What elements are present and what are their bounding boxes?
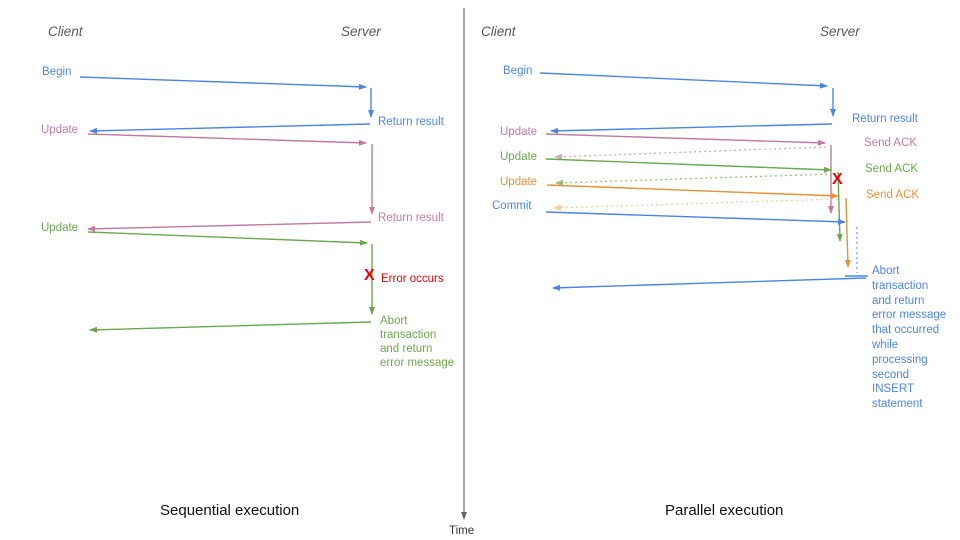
par-update2-ack-line [555,173,833,186]
seq-return-result-1-line [89,123,371,134]
seq-update2-exchange [87,231,375,333]
par-send-ack-2-label: Send ACK [865,163,919,175]
par-begin-exchange [539,72,836,134]
par-server-header: Server [820,24,860,39]
seq-update-1-label: Update [41,124,79,136]
par-update2-exchange [545,158,843,242]
seq-client-header: Client [48,24,83,39]
seq-server-header: Server [341,24,381,39]
seq-update2-request-line [87,231,368,246]
par-update-1-label: Update [500,126,538,138]
seq-begin-exchange [79,76,374,134]
par-commit-exchange [545,211,868,291]
par-update3-request-line [546,184,839,199]
par-return-result-label: Return result [852,113,918,125]
par-caption: Parallel execution [665,502,784,519]
par-commit-label: Commit [492,200,532,212]
time-axis-label: Time [449,525,475,537]
par-client-header: Client [481,24,516,39]
par-return-result-line [550,123,833,134]
seq-abort-return-line [89,321,372,333]
par-update2-processing-line [836,171,843,242]
seq-begin-label: Begin [42,66,72,78]
seq-return-result-2-label: Return result [378,212,444,224]
seq-return-result-1-label: Return result [378,116,444,128]
par-begin-label: Begin [503,65,533,77]
seq-update1-request-line [87,133,367,146]
seq-error-occurs-label: Error occurs [381,273,444,285]
par-update1-exchange [545,133,834,214]
seq-return-result-2-line [87,221,372,232]
seq-error-x-icon: X [364,267,375,284]
par-update-3-label: Update [500,176,538,188]
par-abort-note: Abort transaction and return error messa… [872,265,947,411]
par-update1-request-line [545,133,826,146]
par-begin-request-line [539,72,828,89]
par-update-2-label: Update [500,151,538,163]
par-send-ack-1-label: Send ACK [864,137,918,149]
par-update3-processing-line [844,197,851,268]
par-update3-ack-line [553,198,839,211]
seq-caption: Sequential execution [160,502,300,519]
seq-update-2-label: Update [41,222,79,234]
par-abort-return-line [552,277,867,291]
par-send-ack-3-label: Send ACK [866,189,920,201]
seq-abort-note: Abort transaction and return error messa… [380,315,455,369]
par-update2-request-line [545,158,832,173]
seq-update1-exchange [87,133,375,232]
par-update3-exchange [546,184,851,268]
seq-begin-request-line [79,76,367,90]
par-error-x-icon: X [832,171,843,188]
par-update1-ack-line [554,146,827,160]
par-commit-request-line [545,211,846,225]
